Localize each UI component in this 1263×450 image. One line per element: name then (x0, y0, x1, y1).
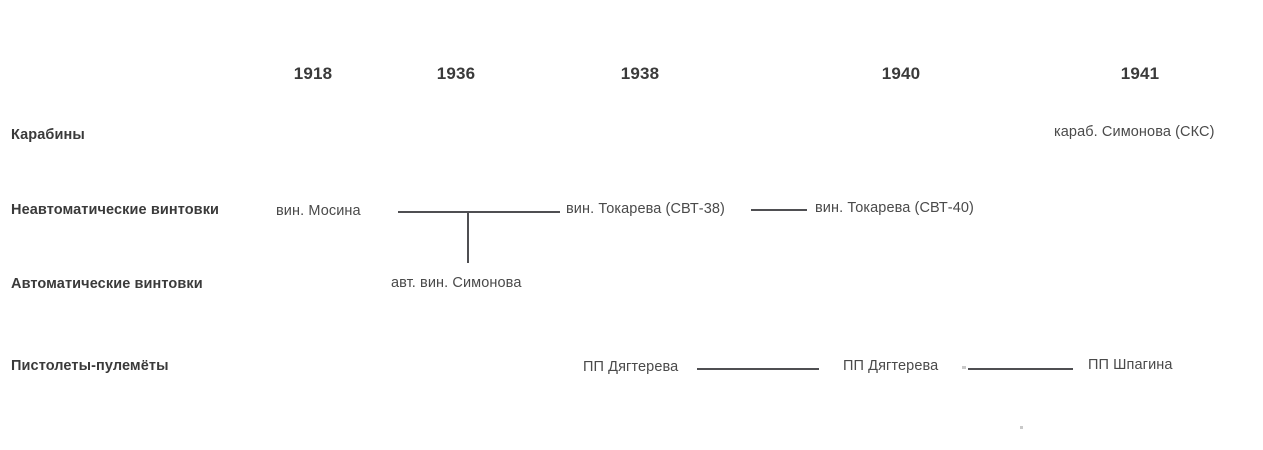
row-label-neavtomaticheskie-vintovki: Неавтоматические винтовки (11, 202, 220, 218)
node-pp-dyagtereva-1940: ПП Дягтерева (843, 358, 939, 374)
connector-mosin-to-avs (467, 211, 469, 263)
connector-ppd40-to-ppsh (968, 368, 1073, 370)
row-label-karabiny: Карабины (11, 127, 85, 143)
node-karab-simonova-sks: караб. Симонова (СКС) (1054, 124, 1215, 140)
year-header-1918: 1918 (293, 64, 333, 83)
node-pp-shpagina: ПП Шпагина (1088, 357, 1173, 373)
row-label-pistolety-pulemety: Пистолеты-пулемёты (11, 358, 169, 374)
row-label-avtomaticheskie-vintovki: Автоматические винтовки (11, 276, 203, 292)
year-header-1941: 1941 (1120, 64, 1160, 83)
connector-mosin-to-svt38 (398, 211, 560, 213)
speck-lower-right (1020, 426, 1023, 429)
node-vin-tokareva-svt38: вин. Токарева (СВТ-38) (566, 201, 725, 217)
connector-ppd34-to-ppd40 (697, 368, 819, 370)
year-header-1936: 1936 (436, 64, 476, 83)
speck-ppd40-line (962, 366, 966, 369)
year-header-1938: 1938 (620, 64, 660, 83)
node-pp-dyagtereva-1938: ПП Дягтерева (583, 359, 679, 375)
node-avt-vin-simonova: авт. вин. Симонова (391, 275, 522, 291)
year-header-1940: 1940 (881, 64, 921, 83)
node-vin-mosina: вин. Мосина (276, 203, 361, 219)
connector-svt38-to-svt40 (751, 209, 807, 211)
node-vin-tokareva-svt40: вин. Токарева (СВТ-40) (815, 200, 974, 216)
